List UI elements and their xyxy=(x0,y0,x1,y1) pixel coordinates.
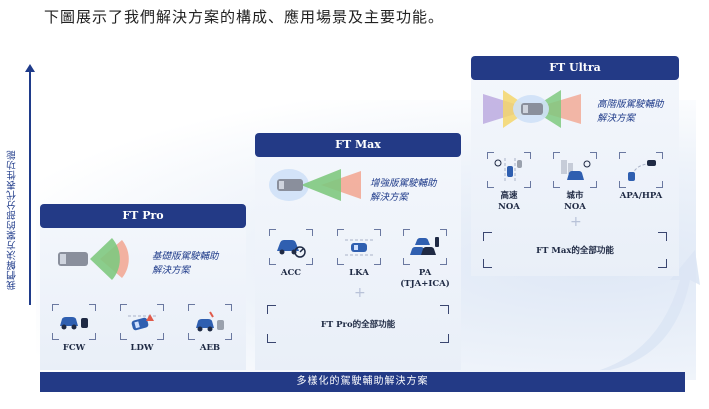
includes-box: FT Pro的全部功能 xyxy=(267,305,449,343)
feature-pa: PA (TJA+ICA) xyxy=(399,229,451,290)
tier-title: FT Ultra xyxy=(549,61,601,74)
feature-label: APA/HPA xyxy=(615,191,667,202)
adaptive-cruise-icon xyxy=(275,235,307,259)
tier-description-line: 增強版駕駛輔助 xyxy=(370,177,437,191)
emergency-braking-icon xyxy=(194,310,226,334)
lane-departure-icon xyxy=(126,310,158,334)
tier-ft-max: FT Max 增強版駕駛輔助 解決方案 ACC xyxy=(255,133,461,370)
city-noa-icon xyxy=(559,158,591,182)
feature-label: ACC xyxy=(265,268,317,279)
tier-ft-ultra: FT Ultra 高階版駕駛輔助 解決方案 高速 NOA xyxy=(471,56,679,276)
feature-city-noa: 城市 NOA xyxy=(549,152,601,213)
includes-text: FT Pro的全部功能 xyxy=(267,318,449,330)
tier-description-line: 基礎版駕駛輔助 xyxy=(152,250,219,264)
tier-header: FT Ultra xyxy=(471,56,679,80)
feature-label-line: PA xyxy=(399,268,451,279)
sensor-coverage-icon xyxy=(261,163,365,207)
feature-label: AEB xyxy=(184,343,236,354)
feature-label-line: NOA xyxy=(483,202,535,213)
feature-highway-noa: 高速 NOA xyxy=(483,152,535,213)
lane-keep-icon xyxy=(343,235,375,259)
feature-label: 高速 NOA xyxy=(483,191,535,213)
tier-description: 高階版駕駛輔助 解決方案 xyxy=(597,98,664,126)
tier-description-line: 解決方案 xyxy=(597,112,664,126)
feature-label: FCW xyxy=(48,343,100,354)
feature-label-line: NOA xyxy=(549,202,601,213)
feature-label: 城市 NOA xyxy=(549,191,601,213)
sensor-coverage-icon xyxy=(50,236,140,282)
feature-acc: ACC xyxy=(265,229,317,279)
parking-assist-icon xyxy=(625,158,657,182)
includes-box: FT Max的全部功能 xyxy=(483,232,667,268)
tier-description-line: 解決方案 xyxy=(152,264,219,278)
x-axis-label: 多樣化的駕駛輔助解決方案 xyxy=(40,372,685,392)
y-axis-label: 我們解決方案的部分代表性功能 xyxy=(6,150,20,290)
y-axis-arrow-icon xyxy=(25,64,35,72)
tier-title: FT Pro xyxy=(122,209,163,222)
highway-noa-icon xyxy=(493,158,525,182)
feature-lka: LKA xyxy=(333,229,385,279)
tier-description-line: 高階版駕駛輔助 xyxy=(597,98,664,112)
pilot-assist-icon xyxy=(409,235,441,259)
sensor-coverage-icon xyxy=(481,86,585,132)
includes-text: FT Max的全部功能 xyxy=(483,244,667,256)
intro-text: 下圖展示了我們解決方案的構成、應用場景及主要功能。 xyxy=(44,6,444,27)
tier-header: FT Max xyxy=(255,133,461,157)
plus-icon: + xyxy=(570,214,582,230)
feature-label: LKA xyxy=(333,268,385,279)
feature-label-line: APA/HPA xyxy=(615,191,667,202)
tier-description: 基礎版駕駛輔助 解決方案 xyxy=(152,250,219,278)
plus-icon: + xyxy=(354,285,366,301)
feature-label-line: 高速 xyxy=(483,191,535,202)
feature-aeb: AEB xyxy=(184,304,236,354)
feature-label-line: 城市 xyxy=(549,191,601,202)
tier-description: 增強版駕駛輔助 解決方案 xyxy=(370,177,437,205)
feature-fcw: FCW xyxy=(48,304,100,354)
tier-header: FT Pro xyxy=(40,204,246,228)
feature-label: PA (TJA+ICA) xyxy=(399,268,451,290)
tier-title: FT Max xyxy=(335,138,381,151)
feature-label: LDW xyxy=(116,343,168,354)
feature-ldw: LDW xyxy=(116,304,168,354)
forward-collision-icon xyxy=(58,310,90,334)
tier-description-line: 解決方案 xyxy=(370,191,437,205)
y-axis-line xyxy=(29,70,31,305)
feature-apa-hpa: APA/HPA xyxy=(615,152,667,202)
feature-label-line: (TJA+ICA) xyxy=(399,279,451,290)
tier-ft-pro: FT Pro 基礎版駕駛輔助 解決方案 FCW xyxy=(40,204,246,370)
